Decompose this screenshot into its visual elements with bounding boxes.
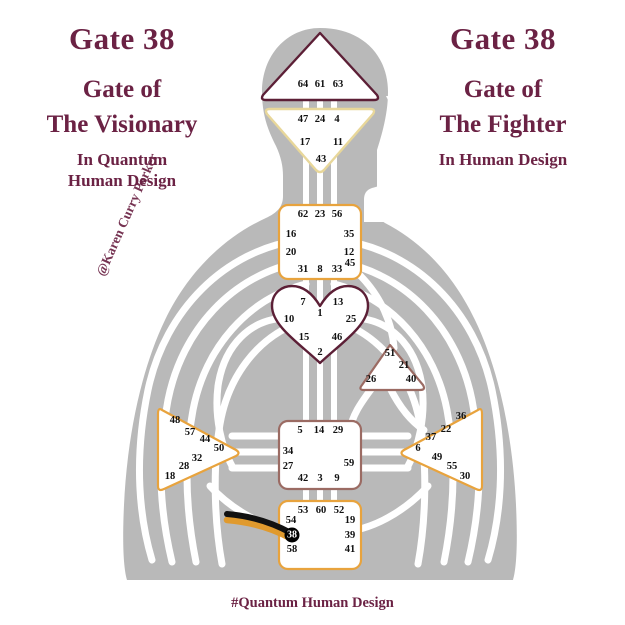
gate-7[interactable]: 7 [300, 296, 306, 308]
gate-13[interactable]: 13 [332, 296, 344, 308]
right-gate-of: Gate of [463, 75, 543, 103]
right-gate-number: Gate 38 [450, 21, 556, 56]
gate-39[interactable]: 39 [344, 529, 356, 541]
gate-20[interactable]: 20 [285, 246, 297, 258]
gate-48[interactable]: 48 [169, 414, 181, 426]
gate-34[interactable]: 34 [282, 445, 294, 457]
gate-42[interactable]: 42 [297, 472, 309, 484]
gate-27[interactable]: 27 [282, 460, 294, 472]
gate-56[interactable]: 56 [331, 208, 343, 220]
gate-43[interactable]: 43 [315, 153, 327, 165]
gate-14[interactable]: 14 [313, 424, 325, 436]
left-subtitle-2: Human Design [67, 170, 177, 190]
gate-46[interactable]: 46 [331, 331, 343, 343]
gate-41[interactable]: 41 [344, 543, 356, 555]
gate-23[interactable]: 23 [314, 208, 326, 220]
gate-1[interactable]: 1 [317, 307, 323, 319]
gate-2[interactable]: 2 [317, 346, 323, 358]
gate-53[interactable]: 53 [297, 504, 309, 516]
gate-18[interactable]: 18 [164, 470, 176, 482]
gate-59[interactable]: 59 [343, 457, 355, 469]
right-gate-panel: Gate 38 Gate of The Fighter In Human Des… [389, 21, 617, 171]
center-solar-plexus[interactable] [400, 408, 484, 492]
gate-10[interactable]: 10 [283, 313, 295, 325]
gate-26[interactable]: 26 [365, 373, 377, 385]
center-ajna[interactable] [264, 107, 376, 174]
gate-31[interactable]: 31 [297, 263, 309, 275]
left-gate-panel: Gate 38 Gate of The Visionary In Quantum… [8, 21, 236, 190]
gate-35[interactable]: 35 [343, 228, 355, 240]
gate-63[interactable]: 63 [332, 78, 344, 90]
gate-51[interactable]: 51 [384, 347, 396, 359]
gate-24[interactable]: 24 [314, 113, 326, 125]
gate-45[interactable]: 45 [344, 257, 356, 269]
gate-62[interactable]: 62 [297, 208, 309, 220]
left-gate-name: The Visionary [46, 110, 198, 138]
gate-64[interactable]: 64 [297, 78, 309, 90]
gate-3[interactable]: 3 [317, 472, 323, 484]
gate-5[interactable]: 5 [297, 424, 303, 436]
gate-40[interactable]: 40 [405, 373, 417, 385]
center-will[interactable] [359, 343, 426, 392]
gate-49[interactable]: 49 [431, 451, 443, 463]
gate-22[interactable]: 22 [440, 423, 452, 435]
gate-36[interactable]: 36 [455, 410, 467, 422]
gate-38-active[interactable]: 38 [284, 527, 300, 543]
gate-33[interactable]: 33 [331, 263, 343, 275]
gate-16[interactable]: 16 [285, 228, 297, 240]
gate-8[interactable]: 8 [317, 263, 323, 275]
gate-12[interactable]: 12 [343, 246, 355, 258]
center-spleen[interactable] [156, 408, 240, 492]
gate-47[interactable]: 47 [297, 113, 309, 125]
center-head[interactable] [260, 31, 380, 102]
gate-21[interactable]: 21 [398, 359, 410, 371]
gate-58[interactable]: 58 [286, 543, 298, 555]
left-subtitle-1: In Quantum [76, 149, 168, 169]
gate-60[interactable]: 60 [315, 504, 327, 516]
gate-32[interactable]: 32 [191, 452, 203, 464]
gate-44[interactable]: 44 [199, 433, 211, 445]
left-gate-of: Gate of [82, 75, 162, 103]
gate-6[interactable]: 6 [415, 442, 421, 454]
gate-25[interactable]: 25 [345, 313, 357, 325]
right-gate-name: The Fighter [439, 110, 567, 138]
gate-55[interactable]: 55 [446, 460, 458, 472]
gate-30[interactable]: 30 [459, 470, 471, 482]
gate-28[interactable]: 28 [178, 460, 190, 472]
center-g[interactable] [270, 284, 370, 365]
gate-9[interactable]: 9 [334, 472, 340, 484]
right-subtitle-1: In Human Design [438, 149, 568, 169]
gate-11[interactable]: 11 [333, 136, 343, 148]
gate-29[interactable]: 29 [332, 424, 344, 436]
gate-37[interactable]: 37 [425, 431, 437, 443]
gate-61[interactable]: 61 [314, 78, 326, 90]
gate-52[interactable]: 52 [333, 504, 345, 516]
gate-4[interactable]: 4 [334, 113, 340, 125]
gate-15[interactable]: 15 [298, 331, 310, 343]
gate-57[interactable]: 57 [184, 426, 196, 438]
center-throat[interactable] [277, 203, 363, 281]
gate-19[interactable]: 19 [344, 514, 356, 526]
footer-hashtag: #Quantum Human Design [231, 595, 394, 611]
gate-54[interactable]: 54 [285, 514, 297, 526]
center-sacral[interactable] [277, 419, 363, 491]
gate-17[interactable]: 17 [299, 136, 311, 148]
gate-50[interactable]: 50 [213, 442, 225, 454]
left-gate-number: Gate 38 [69, 21, 175, 56]
